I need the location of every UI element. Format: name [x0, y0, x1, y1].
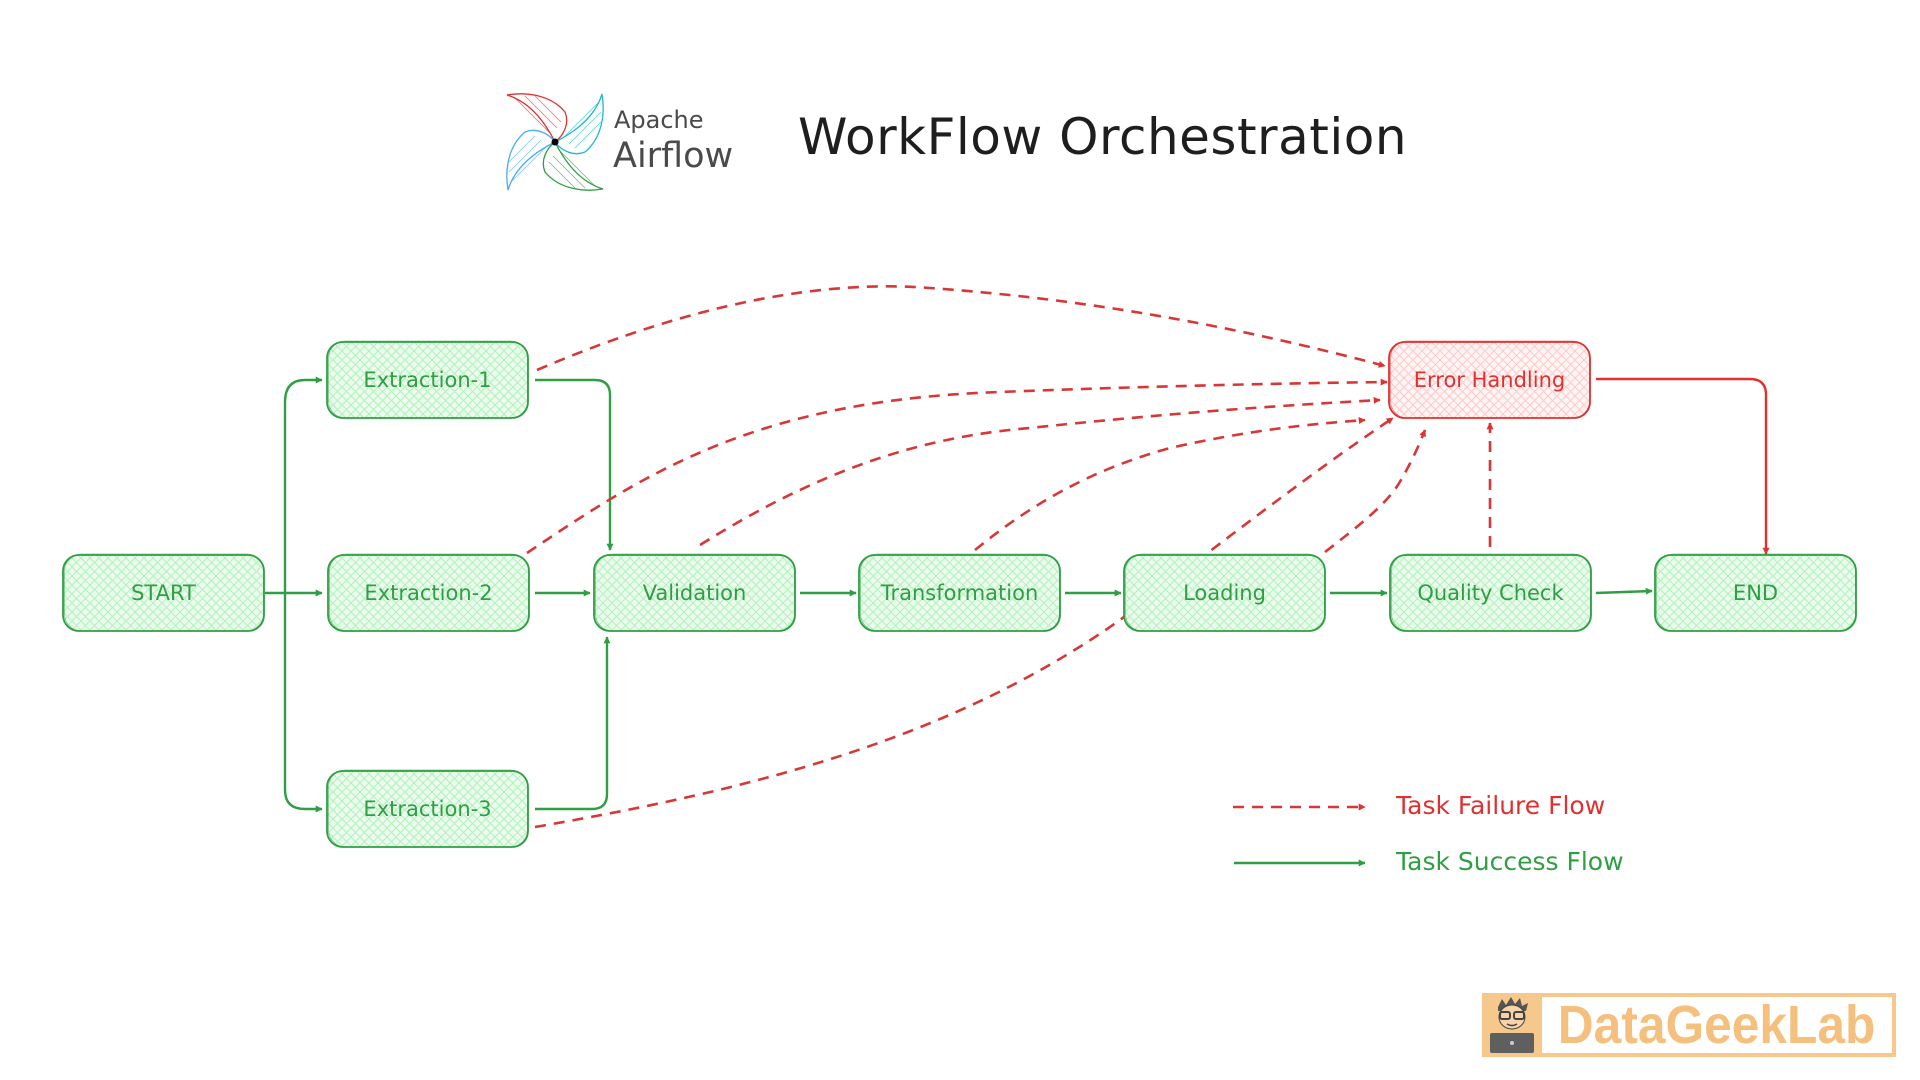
- node-extraction-1[interactable]: Extraction-1: [326, 340, 529, 419]
- node-validation[interactable]: Validation: [593, 553, 796, 632]
- node-sketch-outline: [329, 553, 529, 632]
- edge-extraction-3-validation[interactable]: [535, 636, 611, 811]
- node-label: END: [1733, 581, 1778, 605]
- node-quality-check[interactable]: Quality Check: [1389, 553, 1592, 632]
- watermark-text: DataGeekLab: [1558, 995, 1876, 1055]
- legend-failure-label: Task Failure Flow: [1396, 791, 1606, 820]
- edge-start-extraction-3[interactable]: [283, 789, 323, 813]
- node-label: START: [131, 581, 196, 605]
- node-label: Extraction-1: [363, 368, 491, 392]
- node-label: Validation: [643, 581, 747, 605]
- node-sketch-outline: [64, 553, 264, 632]
- nodes-layer: START Extraction-1Extraction-2Extraction-…: [62, 340, 1857, 848]
- node-sketch-outline: [328, 769, 528, 848]
- node-error-handling[interactable]: Error Handling: [1388, 340, 1591, 419]
- edge-extraction-1-error[interactable]: [536, 285, 1386, 372]
- node-loading[interactable]: Loading: [1123, 553, 1326, 632]
- legend: [1233, 803, 1366, 867]
- brand-airflow-text: Airflow: [613, 136, 734, 176]
- edge-loading-error[interactable]: [1324, 429, 1427, 554]
- node-transformation[interactable]: Transformation: [858, 553, 1061, 632]
- node-extraction-2[interactable]: Extraction-2: [327, 553, 530, 632]
- watermark-logo: DataGeekLab: [1482, 993, 1896, 1057]
- edge-extraction-1-validation[interactable]: [535, 378, 614, 551]
- node-label: Error Handling: [1414, 368, 1565, 392]
- node-end[interactable]: END: [1654, 553, 1857, 632]
- node-sketch-outline: [1125, 553, 1325, 632]
- edge-extraction-3-error[interactable]: [534, 416, 1394, 829]
- edge-extraction-2-error[interactable]: [526, 378, 1388, 555]
- failure-edges: [526, 285, 1494, 829]
- node-sketch-outline: [1390, 340, 1590, 419]
- node-label: Transformation: [880, 581, 1039, 605]
- node-label: Extraction-2: [364, 581, 492, 605]
- node-sketch-outline: [1391, 553, 1591, 632]
- edge-validation-error[interactable]: [699, 396, 1381, 547]
- page-title: WorkFlow Orchestration: [798, 108, 1408, 166]
- node-sketch-outline: [860, 553, 1060, 632]
- node-label: Loading: [1183, 581, 1266, 605]
- edge-start-extraction-1[interactable]: [283, 376, 323, 403]
- node-sketch-outline: [595, 553, 795, 632]
- geek-with-laptop-icon: [1490, 997, 1534, 1053]
- success-edges: [265, 376, 1653, 813]
- node-label: Quality Check: [1417, 581, 1564, 605]
- node-sketch-outline: [328, 340, 528, 419]
- node-extraction-3[interactable]: Extraction-3: [326, 769, 529, 848]
- legend-success-label: Task Success Flow: [1396, 847, 1624, 876]
- edge-transformation-error[interactable]: [974, 416, 1366, 552]
- airflow-pinwheel-icon: [506, 93, 604, 191]
- brand-apache-text: Apache: [614, 106, 704, 134]
- node-sketch-outline: [1656, 553, 1856, 632]
- node-label: Extraction-3: [363, 797, 491, 821]
- edge-quality-check-end[interactable]: [1595, 587, 1653, 595]
- edge-error-end[interactable]: [1596, 377, 1770, 555]
- node-start[interactable]: START: [62, 553, 265, 632]
